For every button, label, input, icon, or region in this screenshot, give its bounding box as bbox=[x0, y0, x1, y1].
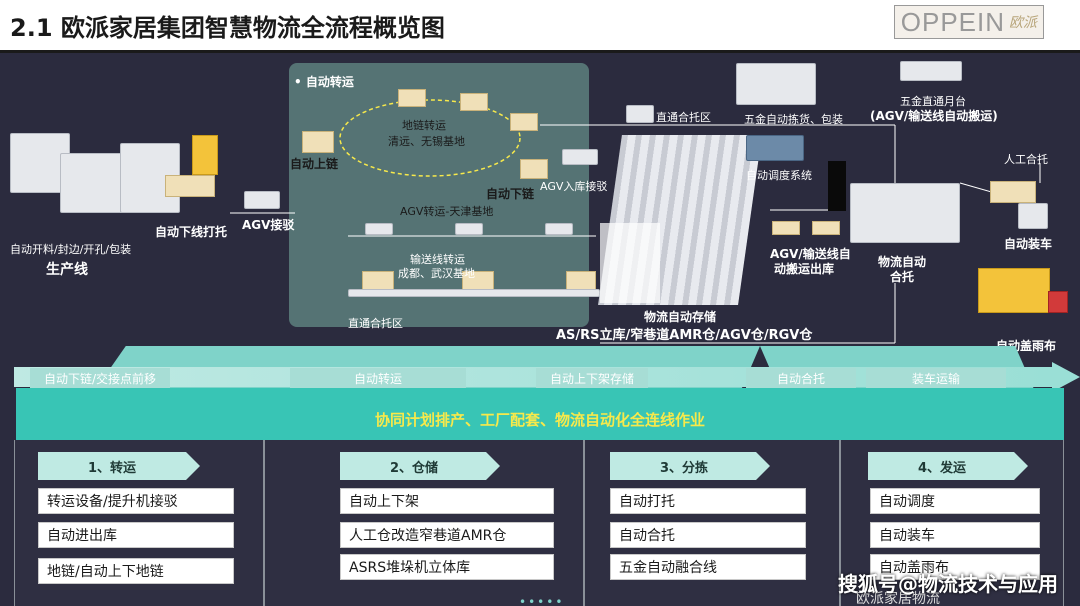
hardware-picking-line bbox=[736, 63, 816, 105]
panel-item-storage-2: 人工仓改造窄巷道AMR仓 bbox=[340, 522, 554, 548]
watermark: 搜狐号@物流技术与应用 bbox=[838, 572, 1058, 596]
panel-title-storage: 2、仓储 bbox=[340, 452, 500, 480]
truck-cab bbox=[1048, 291, 1068, 313]
logo-text: OPPEIN bbox=[900, 6, 1005, 37]
loading-forklift bbox=[1018, 203, 1048, 229]
hardware-platform-unit bbox=[900, 61, 962, 81]
direct-area-left-label: 直通合托区 bbox=[348, 317, 403, 330]
panel-title-shipping: 4、发运 bbox=[868, 452, 1028, 480]
robot-arm bbox=[192, 135, 218, 175]
chain-pallet-1 bbox=[398, 89, 426, 107]
agv-outbound-label-2: 动搬运出库 bbox=[774, 262, 835, 276]
warehouse-rack-shadow bbox=[600, 223, 660, 303]
conveyor-pallet-3 bbox=[566, 271, 596, 291]
dispatch-screen bbox=[828, 161, 846, 211]
header: 2.1 欧派家居集团智慧物流全流程概览图 OPPEIN 欧派 bbox=[0, 0, 1080, 50]
panel-item-storage-3: ASRS堆垛机立体库 bbox=[340, 554, 554, 580]
pallet-stack bbox=[165, 175, 215, 197]
panel-item-shipping-1: 自动调度 bbox=[870, 488, 1040, 514]
panel-item-sorting-3: 五金自动融合线 bbox=[610, 554, 806, 580]
auto-transfer-zone bbox=[289, 63, 589, 327]
panel-item-transfer-2: 自动进出库 bbox=[38, 522, 234, 548]
panel-item-sorting-2: 自动合托 bbox=[610, 522, 806, 548]
agv-out-pallet-1 bbox=[772, 221, 800, 235]
logistics-merge-label-2: 合托 bbox=[890, 270, 915, 284]
dispatch-system-label: 自动调度系统 bbox=[746, 169, 812, 182]
pagination-dots: ••••• bbox=[519, 595, 565, 606]
panel-item-sorting-1: 自动打托 bbox=[610, 488, 806, 514]
agv-dock-label: AGV接驳 bbox=[242, 218, 295, 232]
stage-5: 装车运输 bbox=[866, 368, 1006, 388]
conveyor-sites-label: 成都、武汉基地 bbox=[398, 267, 475, 280]
agv-out-pallet-2 bbox=[812, 221, 840, 235]
auto-chain-on-label: 自动上链 bbox=[290, 157, 339, 171]
agv-inbound-cart bbox=[562, 149, 598, 165]
process-arrow-head bbox=[1052, 362, 1080, 392]
dispatch-monitor bbox=[746, 135, 804, 161]
panel-item-shipping-2: 自动装车 bbox=[870, 522, 1040, 548]
ground-chain-sites: 清远、无锡基地 bbox=[388, 135, 465, 148]
auto-loading-label: 自动装车 bbox=[1004, 237, 1053, 251]
chain-pallet-3 bbox=[302, 131, 334, 153]
logo-cn: 欧派 bbox=[1009, 15, 1037, 31]
panel-title-sorting: 3、分拣 bbox=[610, 452, 770, 480]
hardware-platform-label: 五金直通月台 bbox=[900, 95, 966, 108]
header-divider bbox=[0, 50, 1080, 53]
storage-types-label: AS/RS立库/窄巷道AMR仓/AGV仓/RGV仓 bbox=[556, 328, 813, 343]
auto-offline-pallet-label: 自动下线打托 bbox=[155, 225, 228, 239]
manual-pallet-box bbox=[990, 181, 1036, 203]
chain-pallet-2 bbox=[460, 93, 488, 111]
agv-tianjin-2 bbox=[455, 223, 483, 235]
auto-chain-off-label: 自动下链 bbox=[486, 187, 535, 201]
ground-chain-label: 地链转运 bbox=[402, 119, 446, 132]
stage-3: 自动上下架存储 bbox=[536, 368, 649, 388]
storage-title-label: 物流自动存储 bbox=[644, 310, 717, 324]
panel-item-shipping-3: 自动盖雨布 bbox=[870, 554, 1040, 580]
brand-logo: OPPEIN 欧派 bbox=[893, 5, 1044, 39]
agv-tianjin-1 bbox=[365, 223, 393, 235]
stage-4: 自动合托 bbox=[746, 368, 856, 388]
zone-title: • 自动转运 bbox=[294, 75, 354, 89]
agv-inbound-label: AGV入库接驳 bbox=[540, 180, 608, 193]
panel-title-transfer: 1、转运 bbox=[38, 452, 200, 480]
merge-line bbox=[850, 183, 960, 243]
agv-outbound-label: AGV/输送线自 bbox=[770, 247, 851, 261]
stage-2: 自动转运 bbox=[290, 368, 466, 388]
direct-area-machine bbox=[626, 105, 654, 123]
agv-transfer-label: AGV转运-天津基地 bbox=[400, 205, 494, 218]
manual-pallet-label: 人工合托 bbox=[1004, 153, 1048, 166]
logistics-diagram: • 自动转运 地链转运 清远、无锡基地 自动上链 自动下链 AGV转运-天津基地… bbox=[0, 53, 1080, 353]
production-ops-label: 自动开料/封边/开孔/包装 bbox=[10, 243, 132, 256]
conveyor-track bbox=[348, 289, 600, 297]
hardware-platform-sub: (AGV/输送线自动搬运) bbox=[870, 109, 998, 123]
banner-text: 协同计划排产、工厂配套、物流自动化全连线作业 bbox=[374, 411, 705, 429]
page-title: 2.1 欧派家居集团智慧物流全流程概览图 bbox=[10, 14, 445, 42]
production-line-label: 生产线 bbox=[46, 262, 88, 278]
stage-1: 自动下链/交接点前移 bbox=[30, 368, 171, 388]
conveyor-transfer-label: 输送线转运 bbox=[410, 253, 465, 266]
ground-chain-loop bbox=[339, 99, 521, 177]
truck-with-cover bbox=[978, 268, 1050, 313]
panel-item-transfer-1: 转运设备/提升机接驳 bbox=[38, 488, 234, 514]
panel-item-transfer-3: 地链/自动上下地链 bbox=[38, 558, 234, 584]
banner-band bbox=[16, 388, 1064, 440]
conveyor-pallet-1 bbox=[362, 271, 394, 291]
chain-pallet-5 bbox=[520, 159, 548, 179]
agv-tianjin-3 bbox=[545, 223, 573, 235]
logistics-merge-label: 物流自动 bbox=[878, 255, 927, 269]
agv-cart-dock bbox=[244, 191, 280, 209]
chain-pallet-4 bbox=[510, 113, 538, 131]
hardware-picking-label: 五金自动拣货、包装 bbox=[744, 113, 843, 126]
panel-item-storage-1: 自动上下架 bbox=[340, 488, 554, 514]
direct-area-top-label: 直通合托区 bbox=[656, 111, 711, 124]
watermark-sub: 欧派家居物流 bbox=[856, 591, 940, 606]
